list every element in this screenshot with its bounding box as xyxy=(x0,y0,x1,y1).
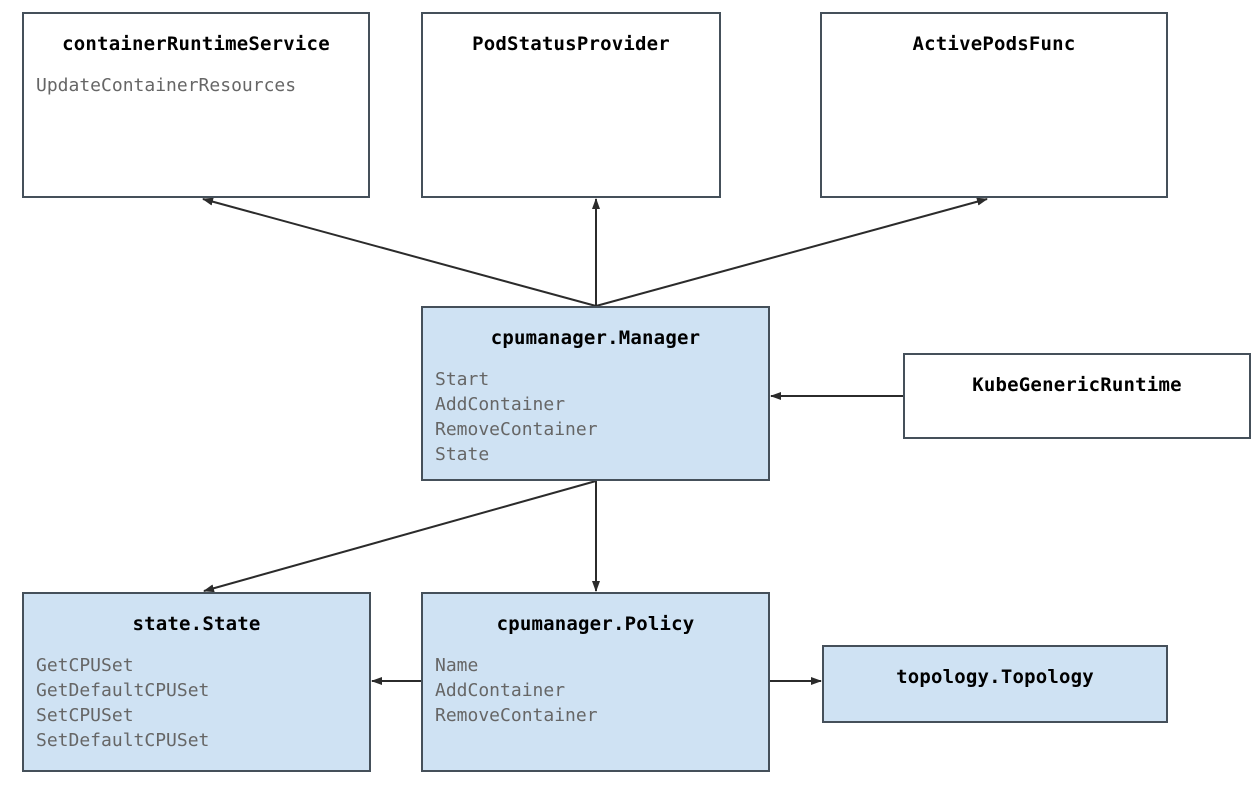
node-member: SetCPUSet xyxy=(36,705,134,726)
edge-manager-to-containerRuntimeService xyxy=(202,197,597,307)
node-title: ActivePodsFunc xyxy=(912,33,1076,55)
node-title: KubeGenericRuntime xyxy=(972,374,1182,396)
node-member: GetDefaultCPUSet xyxy=(36,680,210,701)
node-member-list: UpdateContainerResources xyxy=(24,73,368,98)
node-member: SetDefaultCPUSet xyxy=(36,730,210,751)
node-topologyTopology[interactable]: topology.Topology xyxy=(822,645,1168,723)
node-title: state.State xyxy=(132,613,261,635)
node-member: RemoveContainer xyxy=(435,419,598,440)
node-member: RemoveContainer xyxy=(435,705,598,726)
node-member: Start xyxy=(435,369,490,390)
node-title: cpumanager.Manager xyxy=(490,327,701,349)
node-kubeGenericRuntime[interactable]: KubeGenericRuntime xyxy=(903,353,1251,439)
node-member: Name xyxy=(435,655,479,676)
node-member: AddContainer xyxy=(435,394,566,415)
node-title: topology.Topology xyxy=(896,666,1094,688)
node-title: containerRuntimeService xyxy=(62,33,330,55)
node-title: cpumanager.Policy xyxy=(496,613,695,635)
node-title: PodStatusProvider xyxy=(472,33,670,55)
node-member: AddContainer xyxy=(435,680,566,701)
node-activePodsFunc[interactable]: ActivePodsFunc xyxy=(820,12,1168,198)
node-member: GetCPUSet xyxy=(36,655,134,676)
node-member: UpdateContainerResources xyxy=(36,75,297,96)
edge-manager-to-activePodsFunc xyxy=(595,197,988,307)
edge-manager-to-stateState xyxy=(203,480,597,593)
node-member: State xyxy=(435,444,490,465)
node-podStatusProvider[interactable]: PodStatusProvider xyxy=(421,12,721,198)
